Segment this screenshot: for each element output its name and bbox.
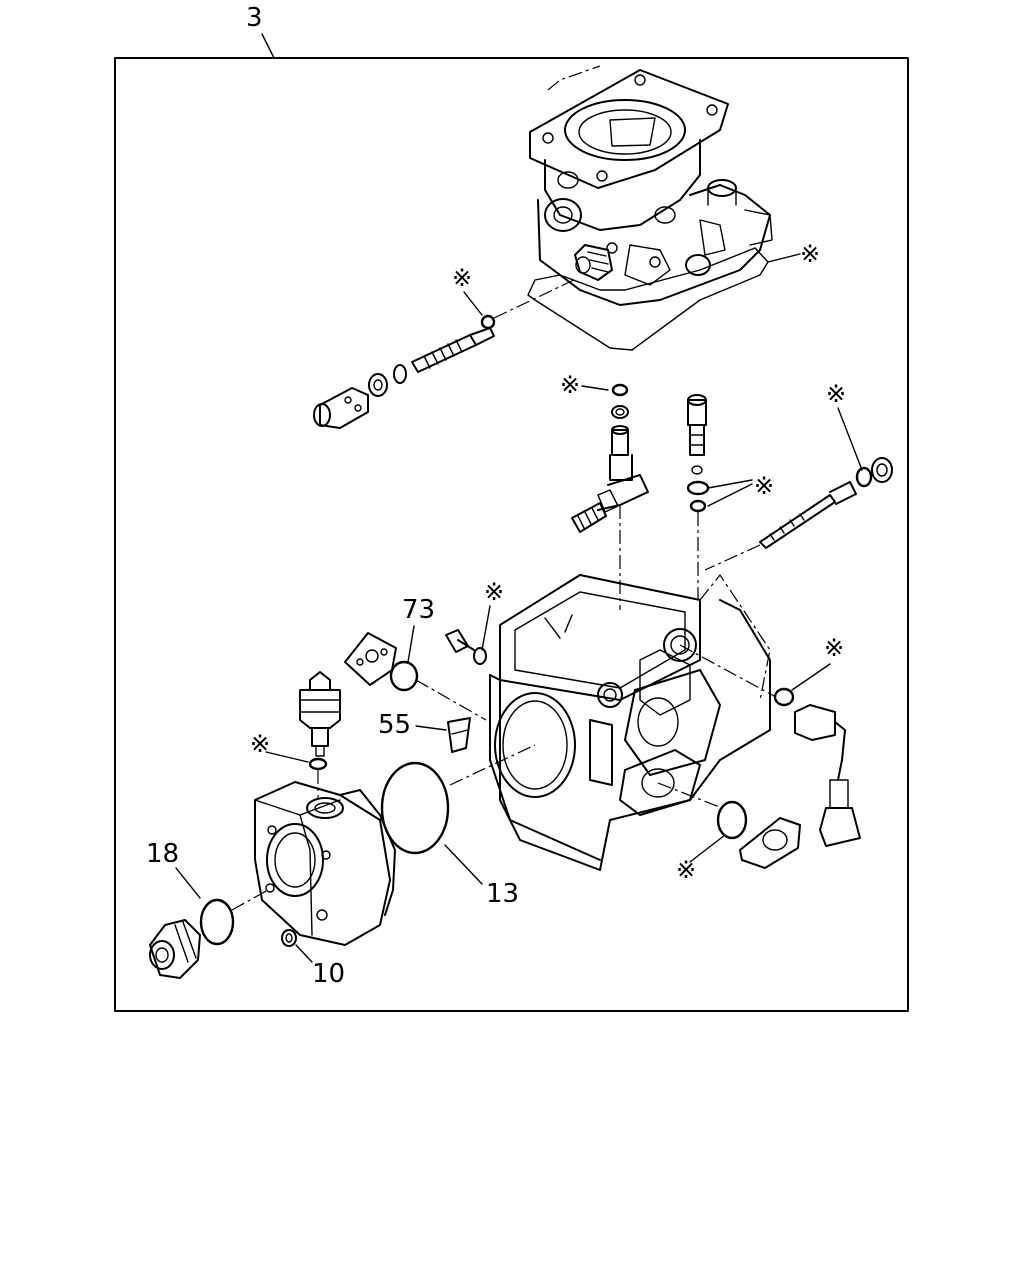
end-cover (254, 781, 396, 946)
oring-stem-low (689, 499, 707, 513)
diagram-frame (114, 57, 909, 1012)
leader-oring-upper (463, 291, 483, 316)
leader-right-oring (791, 663, 831, 691)
centerline-18 (231, 889, 269, 911)
centerline-plunger (493, 277, 579, 319)
label-assembly-3: 3 (246, 3, 263, 33)
upper-housing (529, 65, 773, 306)
leader-part-73 (407, 625, 415, 663)
sensor-connector (794, 704, 861, 847)
bolt-washer (473, 647, 487, 665)
oring-stem-top (611, 383, 629, 397)
asterisk-stem-oring: ※ (560, 371, 580, 399)
gasket (527, 247, 769, 351)
label-part-55: 55 (378, 710, 411, 740)
adjuster-cap (313, 387, 369, 429)
leader-part-10 (295, 944, 313, 963)
oring-13 (380, 761, 450, 855)
threaded-plunger (411, 327, 495, 373)
leader-stem-orings (707, 479, 753, 507)
asterisk-bolt-washer: ※ (484, 578, 504, 606)
oring-cover (716, 800, 748, 840)
centerline-cover (657, 782, 723, 809)
leader-sensor-oring (265, 751, 309, 763)
leader-part-55 (415, 725, 447, 731)
asterisk-gasket: ※ (800, 240, 820, 268)
leader-rod (837, 407, 863, 471)
leader-bolt-washer (481, 605, 491, 651)
oring-sensor (308, 757, 328, 771)
leader-part-13 (444, 844, 483, 885)
asterisk-oring-upper: ※ (452, 264, 472, 292)
washer-stem (611, 405, 629, 419)
threaded-plug (149, 919, 201, 979)
cover-plate (739, 817, 801, 869)
oring-stem-mid (686, 480, 710, 496)
oring-right (773, 687, 795, 707)
main-body (489, 573, 771, 871)
asterisk-stem-orings: ※ (754, 472, 774, 500)
washer-small (393, 364, 407, 384)
leader-cover-oring (689, 834, 726, 863)
retaining-clip (447, 717, 471, 753)
centerline-73 (415, 679, 487, 721)
clip (691, 465, 703, 475)
centerline-rod (704, 544, 761, 571)
nut (368, 373, 388, 397)
small-bolt (445, 629, 475, 653)
leader-stem-oring (581, 385, 609, 391)
centerline-right (679, 644, 777, 698)
rod-nut (871, 457, 893, 483)
nut-10 (281, 929, 297, 947)
label-part-10: 10 (312, 959, 345, 989)
asterisk-cover-oring: ※ (676, 856, 696, 884)
asterisk-right-oring: ※ (824, 634, 844, 662)
oring-73 (389, 660, 419, 692)
asterisk-rod: ※ (826, 380, 846, 408)
leader-assembly-3 (261, 33, 275, 59)
asterisk-sensor-oring: ※ (250, 730, 270, 758)
sensor-valve (299, 671, 341, 757)
long-rod (759, 481, 857, 549)
plunger-stem (687, 394, 707, 456)
leader-gasket (767, 253, 801, 263)
oring-18 (199, 898, 235, 946)
label-part-13: 13 (486, 879, 519, 909)
flange-plate (344, 632, 397, 686)
centerline-13 (449, 744, 536, 786)
oring-upper (480, 314, 496, 330)
solenoid-valve (571, 425, 649, 533)
oring-rod (855, 466, 873, 488)
label-part-18: 18 (146, 839, 179, 869)
label-part-73: 73 (402, 595, 435, 625)
leader-part-18 (175, 867, 201, 899)
